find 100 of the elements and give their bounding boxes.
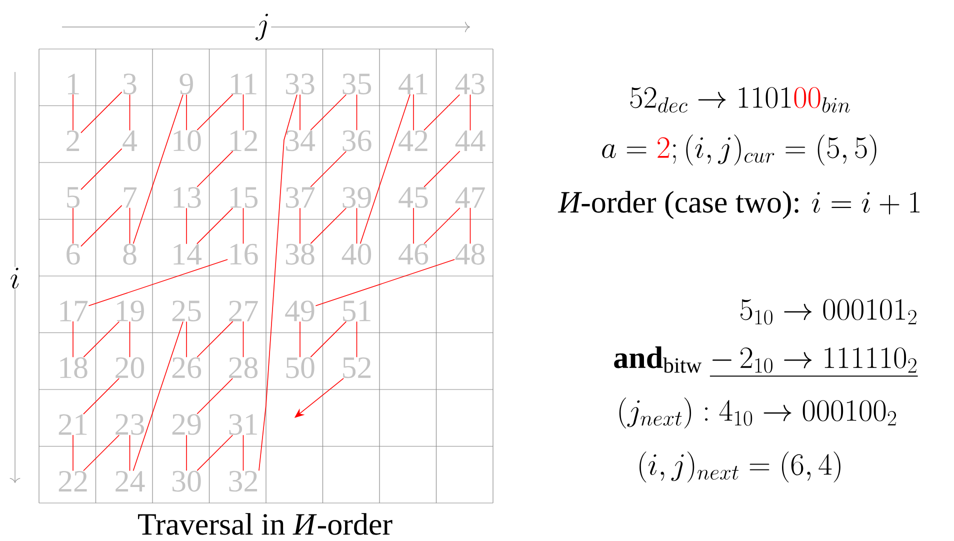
path-segment [310, 94, 347, 131]
path-segment [186, 94, 187, 130]
path-segment [129, 94, 130, 131]
path-segment [196, 94, 234, 130]
cell-number: 9 [180, 74, 193, 94]
formula: $52_{dec} \rightarrow 1101\textcolor{red}{00}_{bin}$ [630, 87, 850, 113]
path-segment [196, 378, 233, 414]
path-segment [129, 207, 130, 244]
path-segment [186, 208, 187, 244]
path-segment [310, 208, 347, 244]
path-segment [80, 148, 122, 190]
cell-number: 15 [230, 187, 258, 208]
path-segment [132, 94, 184, 244]
cell-number: 33 [286, 74, 314, 94]
path-segment [132, 321, 184, 472]
path-segment [72, 94, 74, 131]
cell-number: 46 [398, 244, 428, 265]
path-segment [360, 94, 410, 244]
cell-number: 50 [286, 357, 314, 378]
path-segment [413, 94, 414, 131]
axis-label: $j$ [254, 12, 272, 42]
caption: Traversal in И-order [138, 513, 392, 535]
formula: $5_{10} \rightarrow 000101_2$ [740, 299, 916, 325]
cell-number: 23 [116, 414, 144, 435]
path-segment [196, 150, 234, 188]
path-segment [242, 208, 244, 244]
path-segment [470, 208, 471, 244]
cell-number: 36 [342, 130, 372, 152]
path-segment [258, 94, 298, 472]
cell-number: 42 [398, 130, 428, 151]
path-segment [196, 208, 234, 244]
cell-number: 24 [116, 470, 145, 492]
cell-number: 26 [172, 357, 202, 378]
path-segment [424, 208, 460, 244]
cell-number: 10 [174, 130, 201, 152]
cell-number: 47 [455, 187, 485, 208]
path-segment [80, 205, 122, 247]
path-segment [186, 321, 187, 358]
cell-number: 48 [455, 244, 485, 265]
formula: $(j_{next}): 4_{10} \rightarrow 000100_2$ [619, 398, 896, 428]
path-segment [129, 434, 130, 472]
cell-number: 25 [172, 300, 201, 322]
path-segment [88, 259, 228, 306]
cell-number: 44 [455, 130, 486, 151]
cell-number: 41 [398, 74, 428, 94]
cell-number: 17 [60, 300, 88, 322]
cell-number: 12 [230, 130, 258, 151]
cell-number: 1 [68, 74, 79, 94]
path-segment [196, 434, 234, 471]
path-segment [242, 434, 244, 472]
cell-number: 22 [58, 470, 87, 492]
formula: $a = \textcolor{red}{2}; (i,j)_{cur} = (5,5)$ [602, 134, 876, 166]
cell-number: 6 [66, 244, 80, 265]
cell-number: 16 [230, 244, 258, 265]
cell-number: 19 [117, 300, 144, 322]
cell-number: 37 [286, 187, 315, 208]
cell-number: 21 [58, 414, 87, 435]
cell-number: 18 [60, 357, 88, 378]
path-segment [310, 321, 347, 358]
path-segment [72, 434, 74, 472]
cell-number: 35 [342, 74, 372, 94]
axis-label: $i$ [8, 266, 22, 290]
cell-number: 7 [124, 187, 137, 208]
cell-number: 11 [231, 74, 256, 94]
path-segment [80, 92, 122, 134]
path-segment [83, 321, 120, 358]
formula: $\textit{И}\text{-order (case two): } i = i + 1$ [558, 190, 920, 220]
cell-number: 5 [67, 187, 80, 208]
cell-number: 39 [342, 187, 371, 208]
cell-number: 13 [174, 187, 201, 208]
cell-number: 3 [124, 74, 136, 94]
path-segment [315, 259, 455, 306]
path-segment [129, 321, 130, 358]
cell-number: 8 [123, 244, 136, 265]
cell-number: 30 [172, 470, 201, 492]
path-segment [356, 208, 358, 244]
cell-number: 49 [285, 300, 314, 322]
path-segment [424, 150, 460, 188]
cell-number: 4 [122, 130, 138, 151]
path-segment [356, 321, 358, 358]
path-segment [356, 94, 358, 131]
path-segment [83, 434, 120, 472]
cell-number: 38 [286, 244, 314, 265]
cell-number: 32 [229, 470, 258, 492]
formula: $\mathbf{and}_{\mathrm{bitw}}\ \underline{-\,2_{10} \rightarrow 111110_2}$ [614, 346, 918, 376]
path-segment [72, 208, 74, 244]
cell-number: 31 [229, 414, 257, 435]
path-segment [424, 94, 460, 131]
cell-number: 20 [116, 357, 144, 378]
cell-number: 45 [398, 187, 428, 208]
path-segment [242, 321, 244, 358]
path-segment [196, 321, 234, 358]
cell-number: 40 [342, 244, 372, 265]
path-segment [83, 378, 120, 414]
formula: $(i,j)_{next} = (6,4)$ [640, 452, 840, 482]
cell-number: 2 [66, 130, 80, 151]
path-segment [310, 150, 347, 188]
path-segment [413, 208, 414, 244]
cell-number: 29 [172, 414, 201, 435]
cell-number: 52 [343, 357, 371, 378]
